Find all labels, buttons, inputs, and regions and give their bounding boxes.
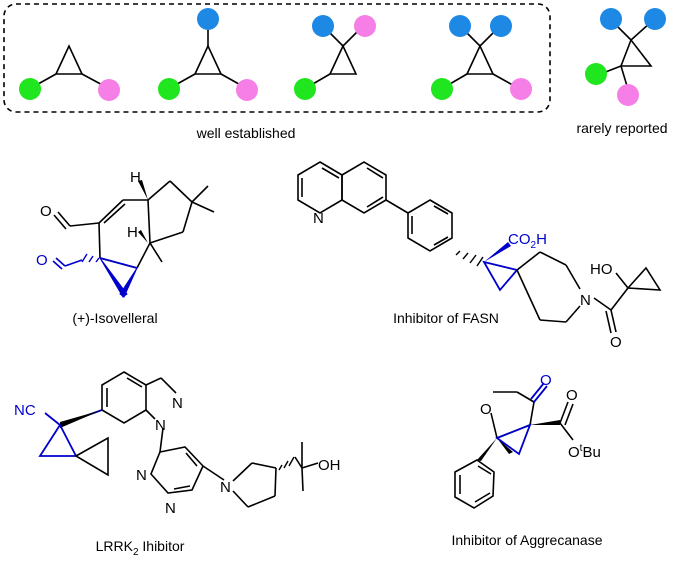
blue-dot xyxy=(600,8,622,30)
motif-2 xyxy=(169,20,247,89)
bicyclic-core xyxy=(490,412,531,439)
wedge-bond xyxy=(60,410,102,428)
cyclopropane-bond xyxy=(99,257,138,269)
wedge-bond xyxy=(138,230,148,243)
quinoline xyxy=(297,161,387,214)
atom-label: H xyxy=(127,224,138,241)
cyclopropane xyxy=(74,436,109,477)
cyclopropane-wedge xyxy=(119,267,138,298)
lrrk-name: LRRK2 Ihibitor xyxy=(96,538,185,558)
isovelleral-name: (+)-Isovelleral xyxy=(72,310,157,326)
hashed-bond xyxy=(81,253,100,263)
pink-dot xyxy=(510,78,532,100)
rarely-reported-label: rarely reported xyxy=(576,120,667,136)
wedge-bond xyxy=(530,420,560,425)
well-established-label: well established xyxy=(196,125,296,141)
hashed-bond xyxy=(278,456,295,471)
phenyl xyxy=(454,459,495,509)
motif-rare xyxy=(602,22,653,87)
nitrile-bond xyxy=(44,412,61,426)
tertiary-alcohol xyxy=(294,442,319,492)
atom-label: N xyxy=(220,479,231,496)
atom-label: CO2H xyxy=(508,231,547,251)
pyrrolidine xyxy=(232,462,277,508)
atom-label: O xyxy=(540,372,552,389)
atom-label: N xyxy=(155,417,166,434)
blue-dot xyxy=(312,15,334,37)
blue-dot xyxy=(644,8,666,30)
atom-label: O xyxy=(480,401,492,418)
ester xyxy=(559,401,574,441)
fasn-name: Inhibitor of FASN xyxy=(393,310,499,326)
blue-cho xyxy=(52,257,83,270)
piperidine xyxy=(516,251,662,334)
lactone-blue xyxy=(530,382,548,403)
atom-label: N xyxy=(580,292,591,309)
pink-dot xyxy=(354,15,376,37)
blue-dot xyxy=(490,15,512,37)
atom-label: OH xyxy=(318,457,341,474)
atom-label: N xyxy=(165,500,176,517)
blue-dot xyxy=(197,8,219,30)
motif-4 xyxy=(442,27,519,89)
pink-dot xyxy=(236,79,258,101)
pink-dot xyxy=(617,84,639,106)
hashed-bond xyxy=(455,250,484,267)
isovelleral-structure xyxy=(53,180,215,259)
atom-label: OtBu xyxy=(568,443,601,461)
green-dot xyxy=(585,63,607,85)
atom-label: N xyxy=(172,395,183,412)
motif-1 xyxy=(30,44,109,89)
green-dot xyxy=(431,78,453,100)
green-dot xyxy=(158,78,180,100)
atom-label: N xyxy=(136,467,147,484)
atom-label: O xyxy=(566,387,578,404)
pyrimidine xyxy=(150,427,225,494)
atom-label: O xyxy=(36,252,48,269)
indazole xyxy=(101,371,177,424)
green-dot xyxy=(19,78,41,100)
aggrecanase-name: Inhibitor of Aggrecanase xyxy=(452,532,603,548)
lactone xyxy=(493,391,535,426)
pink-dot xyxy=(98,79,120,101)
wedge-bond xyxy=(477,438,497,461)
phenyl xyxy=(385,199,453,252)
atom-label: N xyxy=(313,210,324,227)
blue-dot xyxy=(449,15,471,37)
green-dot xyxy=(294,78,316,100)
cyclopropane xyxy=(495,423,532,456)
atom-label: O xyxy=(40,203,52,220)
spiro-cyclopropane xyxy=(38,423,78,457)
wedge-bond xyxy=(484,242,511,262)
atom-label: O xyxy=(610,334,622,351)
spiro-cyclopropane xyxy=(482,260,519,292)
well-established-box xyxy=(3,3,551,113)
wedge-bond xyxy=(138,180,148,200)
isovelleral-core xyxy=(99,242,163,269)
motif-3 xyxy=(305,27,362,89)
atom-label: NC xyxy=(14,402,36,419)
atom-label: H xyxy=(130,169,141,186)
atom-label: HO xyxy=(590,261,613,278)
